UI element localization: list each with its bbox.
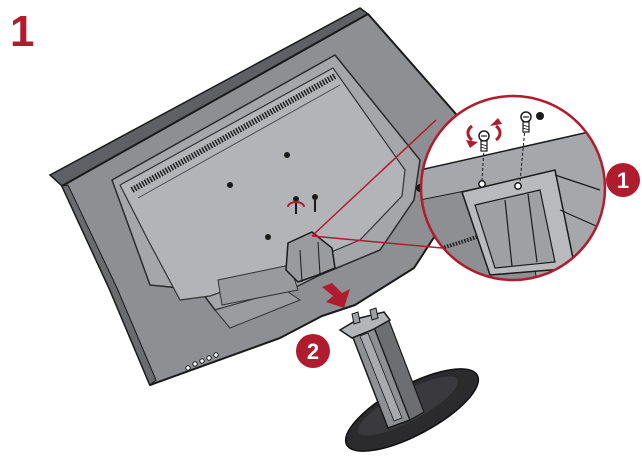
magnifier-connector bbox=[311, 119, 443, 249]
vesa-hole bbox=[227, 182, 233, 188]
screw-icon bbox=[478, 130, 490, 152]
vesa-hole bbox=[284, 152, 290, 158]
screw-icon bbox=[293, 194, 318, 214]
monitor-bottom-edge bbox=[61, 184, 157, 386]
callout-badge-1: 1 bbox=[606, 163, 640, 197]
pull-arrow-icon bbox=[322, 283, 350, 308]
step-number: 1 bbox=[10, 7, 35, 56]
vent-grille bbox=[130, 73, 341, 199]
port-panel-lower bbox=[217, 264, 299, 306]
rotate-arrow-icon bbox=[287, 201, 305, 208]
callout-label-1: 1 bbox=[617, 168, 629, 193]
callout-badge-2: 2 bbox=[296, 334, 330, 368]
control-buttons bbox=[185, 352, 219, 371]
zoom-detail bbox=[419, 94, 607, 282]
stand-detached bbox=[338, 307, 480, 452]
screw-icon bbox=[520, 111, 532, 133]
rotate-arrow-icon bbox=[466, 118, 502, 148]
vesa-hole bbox=[265, 234, 271, 240]
monitor-back bbox=[48, 7, 476, 386]
callout-label-2: 2 bbox=[307, 339, 319, 364]
stand-neck-attached bbox=[285, 231, 336, 283]
